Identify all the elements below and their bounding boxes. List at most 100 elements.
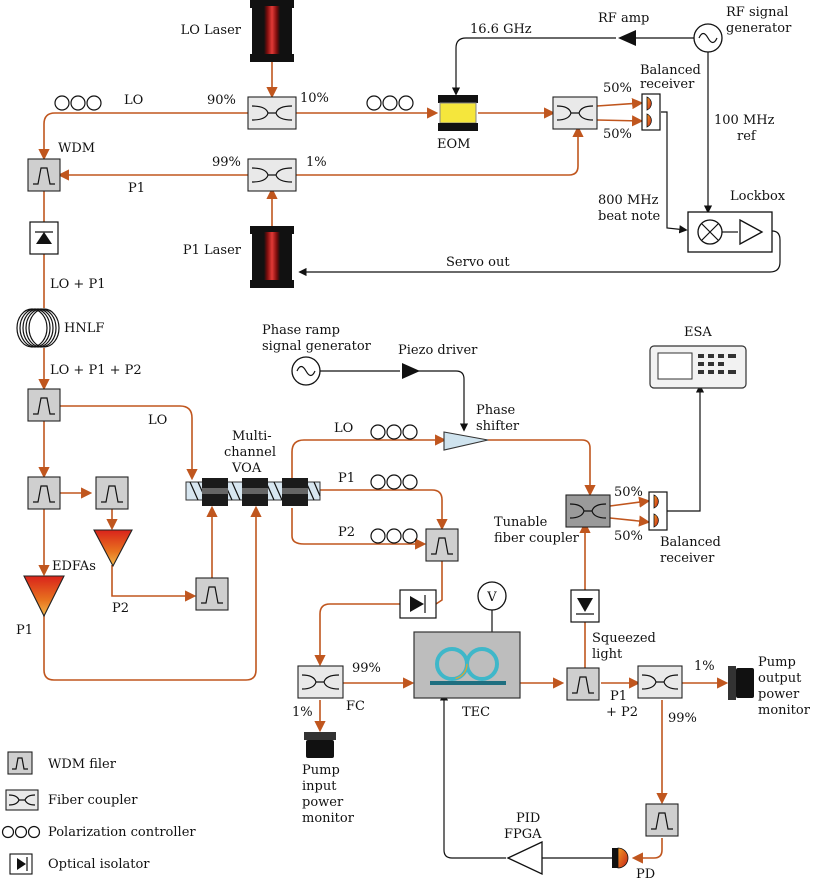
coupler-beat (552, 96, 598, 130)
wdm-filters (27, 158, 679, 837)
p2-edfa-label: P2 (112, 601, 129, 616)
rf-signal-generator (693, 23, 723, 53)
pct-99-fc-label: 99% (352, 661, 381, 676)
p2-voa-label: P2 (338, 525, 355, 540)
legend-isolator-label: Optical isolator (48, 857, 150, 872)
pump-out-label-3: power (758, 687, 800, 702)
electrical-paths (298, 37, 781, 859)
phase-ramp-label-2: signal generator (262, 339, 372, 354)
phase-shifter-label-1: Phase (476, 403, 516, 418)
esa-label: ESA (684, 325, 712, 340)
piezo-driver-icon (402, 363, 420, 379)
tunable-fiber-coupler (565, 494, 611, 528)
freq-label: 16.6 GHz (470, 22, 532, 37)
phase-shifter-label-2: shifter (476, 419, 520, 434)
lockbox (687, 211, 773, 253)
tec-label: TEC (462, 705, 490, 720)
pct-50-a-label: 50% (603, 81, 632, 96)
pump-in-label-4: monitor (302, 811, 355, 826)
rf-gen-label-2: generator (726, 21, 792, 36)
pid-fpga (506, 840, 543, 876)
lo-p1-label: LO + P1 (50, 277, 105, 292)
p1p2-label-b: + P2 (606, 705, 638, 720)
pump-out-label-2: output (758, 671, 802, 686)
squeezed-label-1: Squeezed (592, 631, 656, 646)
multi-label-2: channel (224, 445, 276, 460)
multi-label-1: Multi- (232, 429, 272, 444)
tec-microring (413, 631, 521, 699)
balanced-receiver-top (641, 93, 661, 131)
edfas-label: EDFAs (52, 559, 96, 574)
ref-label-2: ref (737, 129, 757, 144)
rf-amp-icon (618, 30, 636, 46)
squeezed-label-2: light (592, 647, 623, 662)
beat-label-2: beat note (598, 209, 661, 224)
photodiode-pd (612, 847, 629, 869)
p1p2-label-a: P1 (610, 689, 627, 704)
fiber-paths (38, 60, 729, 864)
legend (1, 751, 41, 875)
coupler-output (637, 665, 683, 699)
coupler-fc (297, 665, 344, 699)
legend-coupler-label: Fiber coupler (48, 793, 138, 808)
pump-output-monitor (728, 666, 754, 700)
voltage-label: V (486, 590, 497, 605)
beat-label-1: 800 MHz (598, 193, 659, 208)
lo-top-label: LO (124, 93, 143, 108)
fc-label: FC (346, 699, 365, 714)
pump-in-label-3: power (302, 795, 344, 810)
p1-mid-label: P1 (128, 181, 145, 196)
voltage-source (477, 581, 507, 611)
multi-label-3: VOA (231, 461, 262, 476)
eom (438, 95, 478, 131)
hnlf-spool (16, 308, 60, 348)
wdm-label: WDM (58, 141, 95, 156)
p1-edfa-label: P1 (16, 623, 33, 638)
pct-50-b-label: 50% (603, 127, 632, 142)
rf-amp-label: RF amp (598, 11, 649, 26)
pct-1-fc-label: 1% (292, 705, 313, 720)
phase-ramp-generator (291, 356, 321, 386)
p1-laser-label: P1 Laser (183, 243, 242, 258)
pct-50-d-label: 50% (614, 529, 643, 544)
pid-label-2: FPGA (504, 827, 542, 842)
balanced-receiver-bottom (648, 491, 668, 531)
rf-gen-label-1: RF signal (726, 5, 788, 20)
piezo-label: Piezo driver (398, 343, 478, 358)
hnlf-label: HNLF (64, 321, 104, 336)
pump-out-label-4: monitor (758, 703, 811, 718)
legend-wdm-label: WDM filer (48, 757, 117, 772)
balanced-receiver-label-1a: Balanced (640, 63, 701, 78)
eom-label: EOM (437, 137, 470, 152)
pct-99-out-label: 99% (668, 711, 697, 726)
lo-laser-label: LO Laser (181, 23, 242, 38)
pump-in-label-1: Pump (302, 763, 340, 778)
pct-99-top-label: 99% (212, 155, 241, 170)
pct-90-label: 90% (207, 93, 236, 108)
coupler-90-10 (247, 96, 297, 130)
pct-10-label: 10% (300, 91, 329, 106)
lo-laser (250, 0, 294, 62)
pid-label-1: PID (516, 811, 540, 826)
edfa-p1 (23, 575, 65, 618)
lo-p1-p2-label: LO + P1 + P2 (50, 363, 142, 378)
lo-voa-label: LO (334, 421, 353, 436)
multichannel-voa (185, 478, 321, 506)
pct-1-top-label: 1% (306, 155, 327, 170)
pct-1-out-label: 1% (694, 659, 715, 674)
pump-in-label-2: input (302, 779, 337, 794)
legend-polarization-label: Polarization controller (48, 825, 196, 840)
pump-out-label-1: Pump (758, 655, 796, 670)
phase-shifter (443, 431, 489, 451)
p1-laser (250, 226, 294, 288)
edfa-p2 (93, 529, 133, 568)
balanced-receiver-label-1b: receiver (640, 77, 695, 92)
pd-label: PD (636, 867, 655, 882)
balanced-receiver-label-2a: Balanced (660, 535, 721, 550)
pct-50-c-label: 50% (614, 485, 643, 500)
p1-voa-label: P1 (338, 471, 355, 486)
pump-input-monitor (304, 732, 336, 758)
phase-ramp-label-1: Phase ramp (262, 323, 340, 338)
coupler-99-1 (247, 158, 297, 192)
